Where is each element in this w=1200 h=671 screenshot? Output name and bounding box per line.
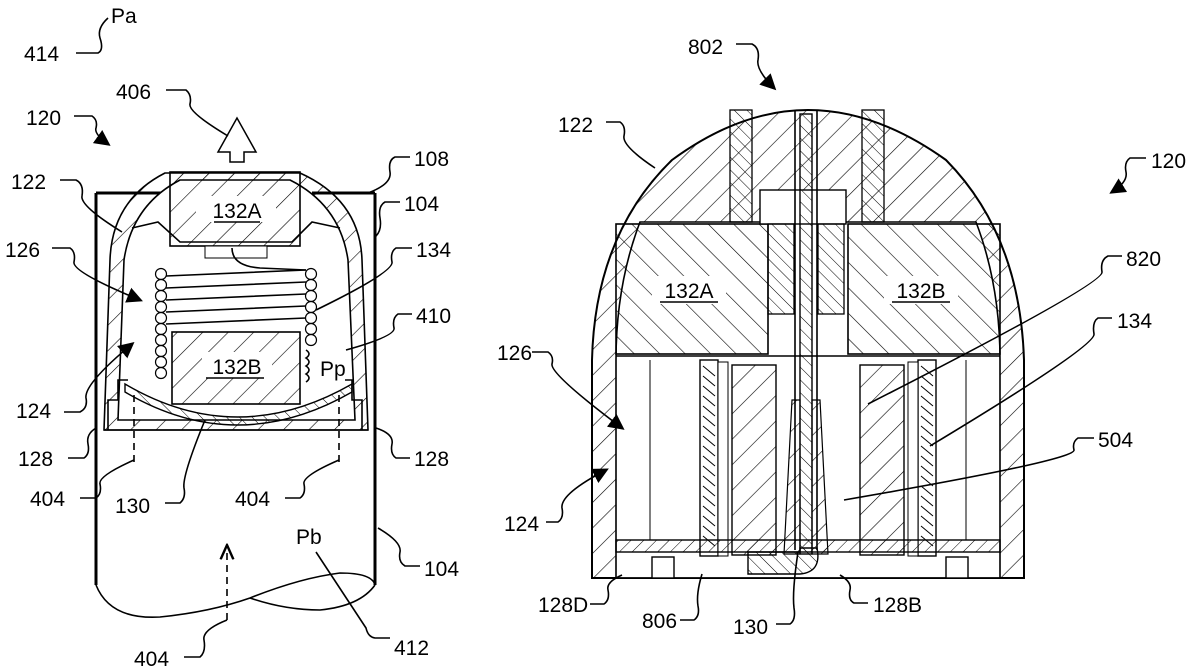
label-124-right: 124 bbox=[504, 513, 539, 536]
label-120-left: 120 bbox=[26, 107, 61, 130]
label-132a-right: 132A bbox=[664, 280, 713, 303]
label-120-right: 120 bbox=[1151, 150, 1186, 173]
label-pb: Pb bbox=[296, 526, 322, 549]
label-406: 406 bbox=[116, 81, 151, 104]
label-128-right: 128 bbox=[414, 448, 449, 471]
label-108: 108 bbox=[414, 148, 449, 171]
label-404-bottom: 404 bbox=[134, 648, 169, 671]
label-104-bottom: 104 bbox=[424, 558, 459, 581]
label-130-right: 130 bbox=[733, 616, 768, 639]
label-404-right: 404 bbox=[235, 488, 270, 511]
label-806: 806 bbox=[642, 610, 677, 633]
left-view: 132A 132B bbox=[5, 5, 459, 671]
label-128b: 128B bbox=[873, 594, 922, 617]
label-134-right: 134 bbox=[1117, 310, 1152, 333]
right-view: 132A 132B bbox=[497, 36, 1186, 639]
label-802: 802 bbox=[688, 36, 723, 59]
label-410: 410 bbox=[416, 305, 451, 328]
magnets-right: 132A 132B bbox=[615, 223, 1001, 355]
label-130-left: 130 bbox=[115, 495, 150, 518]
label-134-left: 134 bbox=[416, 239, 451, 262]
vent-paths-404 bbox=[133, 395, 340, 620]
right-labels: 802 122 120 820 134 126 504 124 128D 806… bbox=[497, 36, 1186, 639]
coil-134 bbox=[154, 247, 318, 383]
foot-128d bbox=[651, 556, 675, 579]
label-412: 412 bbox=[394, 637, 429, 660]
magnet-132a: 132A bbox=[169, 171, 301, 259]
label-124-left: 124 bbox=[16, 400, 51, 423]
foot-128b bbox=[945, 556, 969, 579]
pole-pieces bbox=[731, 364, 905, 556]
airflow-arrow-406 bbox=[216, 116, 258, 163]
label-122-left: 122 bbox=[11, 171, 46, 194]
left-labels: Pa 414 406 120 122 108 104 126 134 410 P… bbox=[5, 5, 459, 671]
coils-right bbox=[699, 359, 937, 557]
label-126-left: 126 bbox=[5, 239, 40, 262]
label-104-top: 104 bbox=[404, 193, 439, 216]
label-128-left: 128 bbox=[18, 448, 53, 471]
label-pp: Pp bbox=[320, 358, 346, 381]
label-132b-right: 132B bbox=[896, 280, 945, 303]
label-414: 414 bbox=[24, 43, 59, 66]
magnet-132b: 132B bbox=[171, 331, 301, 405]
diaphragm-130 bbox=[104, 379, 368, 431]
label-820: 820 bbox=[1126, 248, 1161, 271]
label-pa: Pa bbox=[111, 5, 137, 28]
label-404-left: 404 bbox=[30, 488, 65, 511]
label-132a: 132A bbox=[212, 200, 261, 223]
label-126-right: 126 bbox=[497, 342, 532, 365]
terminal-806 bbox=[747, 547, 819, 575]
label-132b: 132B bbox=[212, 356, 261, 379]
label-504: 504 bbox=[1098, 429, 1133, 452]
label-128d: 128D bbox=[538, 594, 588, 617]
center-post bbox=[729, 109, 885, 555]
tube-104 bbox=[94, 191, 377, 619]
label-122-right: 122 bbox=[558, 114, 593, 137]
